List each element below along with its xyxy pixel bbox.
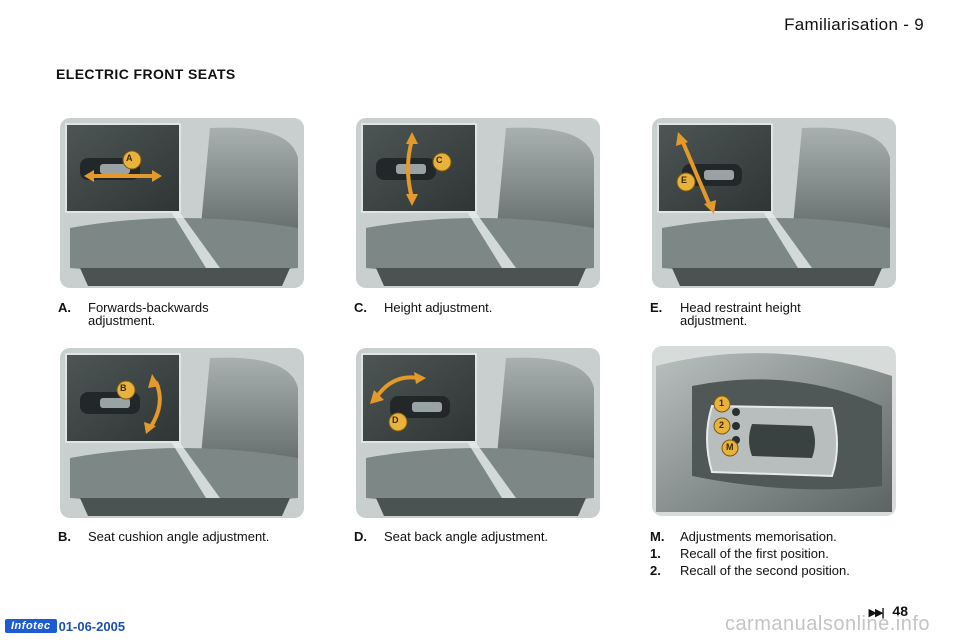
badge-1: 1 [719, 398, 725, 408]
illustration-e: E [652, 118, 896, 288]
caption-m-item-1-number: 1. [650, 546, 661, 561]
badge-e: E [681, 175, 688, 185]
caption-e-letter: E. [650, 300, 663, 315]
caption-m-item-1-text: Recall of the first position. [680, 546, 829, 561]
header-separator: - [903, 15, 910, 34]
caption-m-item-2-text: Recall of the second position. [680, 563, 850, 578]
caption-a-letter: A. [58, 300, 71, 315]
page-title: ELECTRIC FRONT SEATS [56, 66, 236, 82]
caption-c-letter: C. [354, 300, 367, 315]
header-page-number: 9 [914, 15, 924, 34]
badge-d: D [392, 415, 399, 425]
badge-m: M [726, 442, 734, 452]
badge-b: B [120, 383, 127, 393]
caption-e-text: Head restraint height adjustment. [680, 300, 801, 328]
caption-m-item-2-number: 2. [650, 563, 661, 578]
footer: Infotec 01-06-2005 [5, 618, 125, 634]
illustration-c: C [356, 118, 600, 288]
badge-c: C [436, 155, 443, 165]
illustration-b: B [60, 348, 304, 518]
illustration-d: D [356, 348, 600, 518]
section-title: Familiarisation [784, 15, 899, 34]
badge-a: A [126, 153, 133, 163]
caption-m-letter: M. [650, 529, 665, 544]
caption-d-letter: D. [354, 529, 367, 544]
fast-forward-icon: ▶▶| [868, 607, 885, 619]
page-reference-link[interactable]: ▶▶| 48 [869, 603, 908, 619]
caption-b-letter: B. [58, 529, 71, 544]
caption-m-text: Adjustments memorisation. [680, 529, 837, 544]
illustration-m: 1 2 M [652, 346, 896, 516]
page-header: Familiarisation - 9 [784, 15, 924, 35]
caption-b-text: Seat cushion angle adjustment. [88, 529, 270, 544]
caption-c-text: Height adjustment. [384, 300, 493, 315]
page-reference-number: 48 [892, 603, 908, 619]
caption-d-text: Seat back angle adjustment. [384, 529, 549, 544]
badge-2: 2 [719, 420, 725, 430]
illustration-a: A [60, 118, 304, 288]
infotec-logo: Infotec [5, 619, 57, 633]
watermark: carmanualsonline.info [724, 613, 930, 635]
footer-date: 01-06-2005 [58, 618, 126, 634]
caption-a-text: Forwards-backwards adjustment. [88, 300, 209, 328]
